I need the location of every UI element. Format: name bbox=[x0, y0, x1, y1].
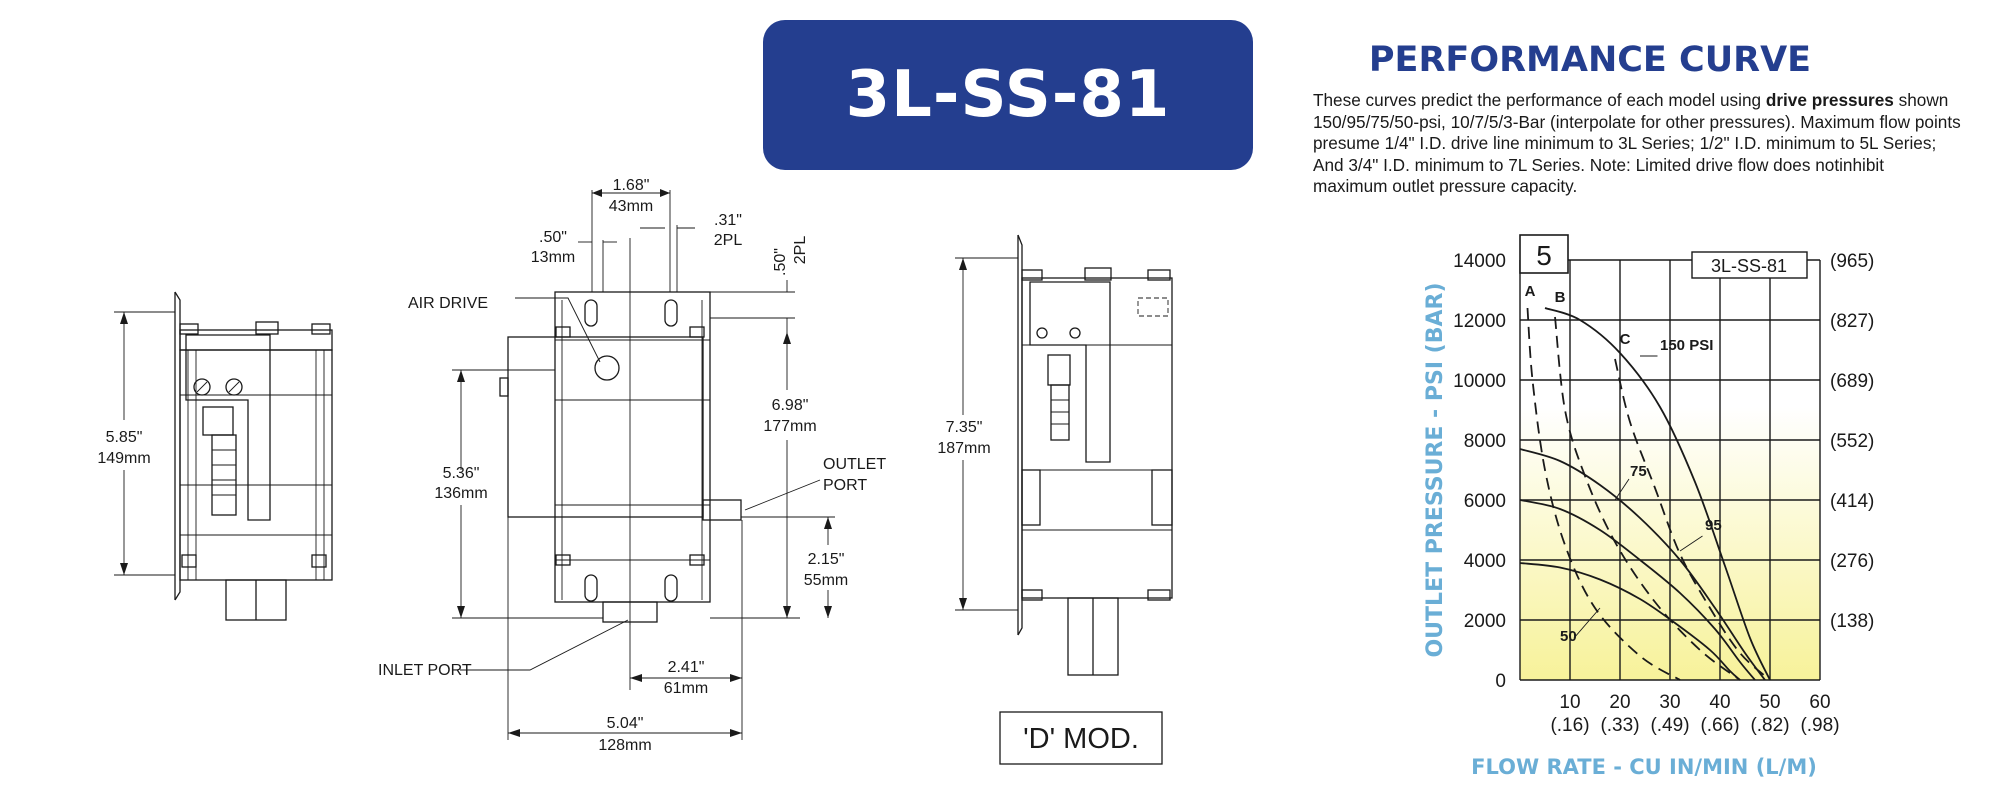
x-tick-lpm-label: (.49) bbox=[1650, 715, 1689, 736]
hole-in: .31" bbox=[714, 212, 742, 229]
side-mm: 2PL bbox=[792, 236, 809, 265]
outlet-port-label: OUTLET bbox=[823, 456, 886, 473]
inner-height-mm: 136mm bbox=[434, 485, 487, 502]
y-tick-bar-label: (414) bbox=[1830, 491, 1874, 512]
y-tick-label: 6000 bbox=[1464, 491, 1506, 512]
series-label: 150 PSI bbox=[1660, 337, 1713, 354]
top-width-mm: 43mm bbox=[609, 198, 653, 215]
y-tick-label: 0 bbox=[1495, 671, 1506, 692]
x-tick-lpm-label: (.98) bbox=[1800, 715, 1839, 736]
curve-number: 5 bbox=[1536, 240, 1552, 271]
hole-mm: 2PL bbox=[714, 232, 743, 249]
inner-height-in: 5.36" bbox=[443, 465, 480, 482]
x-tick-label: 40 bbox=[1709, 692, 1730, 713]
series-label: 95 bbox=[1705, 517, 1722, 534]
series-label: A bbox=[1525, 283, 1536, 300]
series-line-c bbox=[1614, 358, 1771, 681]
series-line-b bbox=[1554, 316, 1741, 681]
curve-number-box: 5 bbox=[1519, 234, 1569, 274]
inlet-port-label: INLET PORT bbox=[378, 662, 472, 679]
x-tick-lpm-label: (.66) bbox=[1700, 715, 1739, 736]
model-banner: 3L-SS-81 bbox=[763, 20, 1253, 170]
left-height-mm: 149mm bbox=[97, 450, 150, 467]
outlet-height-mm: 55mm bbox=[804, 572, 848, 589]
series-label: C bbox=[1620, 331, 1631, 348]
y-tick-bar-label: (965) bbox=[1830, 251, 1874, 272]
y-tick-label: 14000 bbox=[1453, 251, 1506, 272]
y-tick-bar-label: (276) bbox=[1830, 551, 1874, 572]
x-axis-label: FLOW RATE - CU IN/MIN (L/M) bbox=[1471, 755, 1817, 779]
slot-mm: 13mm bbox=[531, 249, 575, 266]
y-tick-bar-label: (689) bbox=[1830, 371, 1874, 392]
slot-in: .50" bbox=[539, 229, 567, 246]
x-tick-label: 10 bbox=[1559, 692, 1580, 713]
series-line-95 bbox=[1519, 448, 1766, 681]
performance-description: These curves predict the performance of … bbox=[1313, 90, 1963, 198]
series-lines: A B C 150 PSI 75 95 50 bbox=[1519, 283, 1771, 681]
x-tick-label: 60 bbox=[1809, 692, 1830, 713]
x-tick-lpm-label: (.82) bbox=[1750, 715, 1789, 736]
series-line-50 bbox=[1519, 562, 1741, 681]
series-label: 75 bbox=[1630, 463, 1647, 480]
overall-width-mm: 128mm bbox=[598, 737, 651, 754]
body-height-in: 6.98" bbox=[772, 397, 809, 414]
x-tick-label: 20 bbox=[1609, 692, 1630, 713]
x-tick-lpm-label: (.33) bbox=[1600, 715, 1639, 736]
grid bbox=[1519, 259, 1821, 681]
label-leader bbox=[1573, 607, 1601, 639]
y-tick-bar-label: (827) bbox=[1830, 311, 1874, 332]
y-axis-ticks-bar: (138) (276) (414) (552) (689) (827) (965) bbox=[1830, 251, 1874, 632]
chart-model: 3L-SS-81 bbox=[1711, 256, 1787, 276]
performance-title: PERFORMANCE CURVE bbox=[1368, 40, 1812, 80]
model-title: 3L-SS-81 bbox=[845, 58, 1171, 132]
outlet-height-in: 2.15" bbox=[808, 551, 845, 568]
y-tick-bar-label: (138) bbox=[1830, 611, 1874, 632]
series-label: B bbox=[1555, 289, 1566, 306]
overall-width-in: 5.04" bbox=[607, 715, 644, 732]
d-height-in: 7.35" bbox=[946, 419, 983, 436]
series-line-75 bbox=[1519, 499, 1756, 681]
left-side-view: 5.85" 149mm bbox=[97, 291, 333, 621]
body-height-mm: 177mm bbox=[763, 418, 816, 435]
d-mod-view: 7.35" 187mm 'D' MOD. bbox=[937, 234, 1173, 765]
label-leader bbox=[1679, 535, 1703, 552]
y-axis-ticks: 0 2000 4000 6000 8000 10000 12000 14000 bbox=[1453, 251, 1506, 692]
side-in: .50" bbox=[772, 248, 789, 276]
inlet-offset-mm: 61mm bbox=[664, 680, 708, 697]
outlet-port-label-2: PORT bbox=[823, 477, 867, 494]
air-drive-label: AIR DRIVE bbox=[408, 295, 488, 312]
y-tick-label: 10000 bbox=[1453, 371, 1506, 392]
description-text-1: These curves predict the performance of … bbox=[1313, 90, 1766, 110]
x-axis-ticks: 10(.16) 20(.33) 30(.49) 40(.66) 50(.82) 60(.9… bbox=[1550, 692, 1839, 736]
y-tick-label: 12000 bbox=[1453, 311, 1506, 332]
chart-model-box: 3L-SS-81 bbox=[1691, 251, 1808, 279]
y-axis-label: OUTLET PRESSURE - PSI (BAR) bbox=[1423, 282, 1448, 657]
front-view: 1.68" 43mm .50" 13mm .31" 2PL .50" 2PL 6… bbox=[378, 177, 886, 754]
d-height-mm: 187mm bbox=[937, 440, 990, 457]
inlet-offset-in: 2.41" bbox=[668, 659, 705, 676]
description-text-2: shown 150/95/75/50-psi, 10/7/5/3-Bar (in… bbox=[1313, 90, 1961, 196]
x-tick-label: 50 bbox=[1759, 692, 1780, 713]
y-tick-label: 8000 bbox=[1464, 431, 1506, 452]
series-label: 50 bbox=[1560, 628, 1577, 645]
y-tick-label: 2000 bbox=[1464, 611, 1506, 632]
performance-chart: 0 2000 4000 6000 8000 10000 12000 14000 (138) (2… bbox=[1423, 234, 1874, 779]
label-leader bbox=[1614, 478, 1630, 501]
x-tick-lpm-label: (.16) bbox=[1550, 715, 1589, 736]
d-mod-label: 'D' MOD. bbox=[1023, 723, 1139, 755]
description-bold: drive pressures bbox=[1765, 90, 1894, 110]
y-tick-label: 4000 bbox=[1464, 551, 1506, 572]
x-tick-label: 30 bbox=[1659, 692, 1680, 713]
y-tick-bar-label: (552) bbox=[1830, 431, 1874, 452]
top-width-in: 1.68" bbox=[613, 177, 650, 194]
technical-drawing: 5.85" 149mm 1.68" 43mm . bbox=[97, 177, 1173, 765]
series-line-150-psi bbox=[1544, 307, 1771, 681]
left-height-in: 5.85" bbox=[106, 429, 143, 446]
